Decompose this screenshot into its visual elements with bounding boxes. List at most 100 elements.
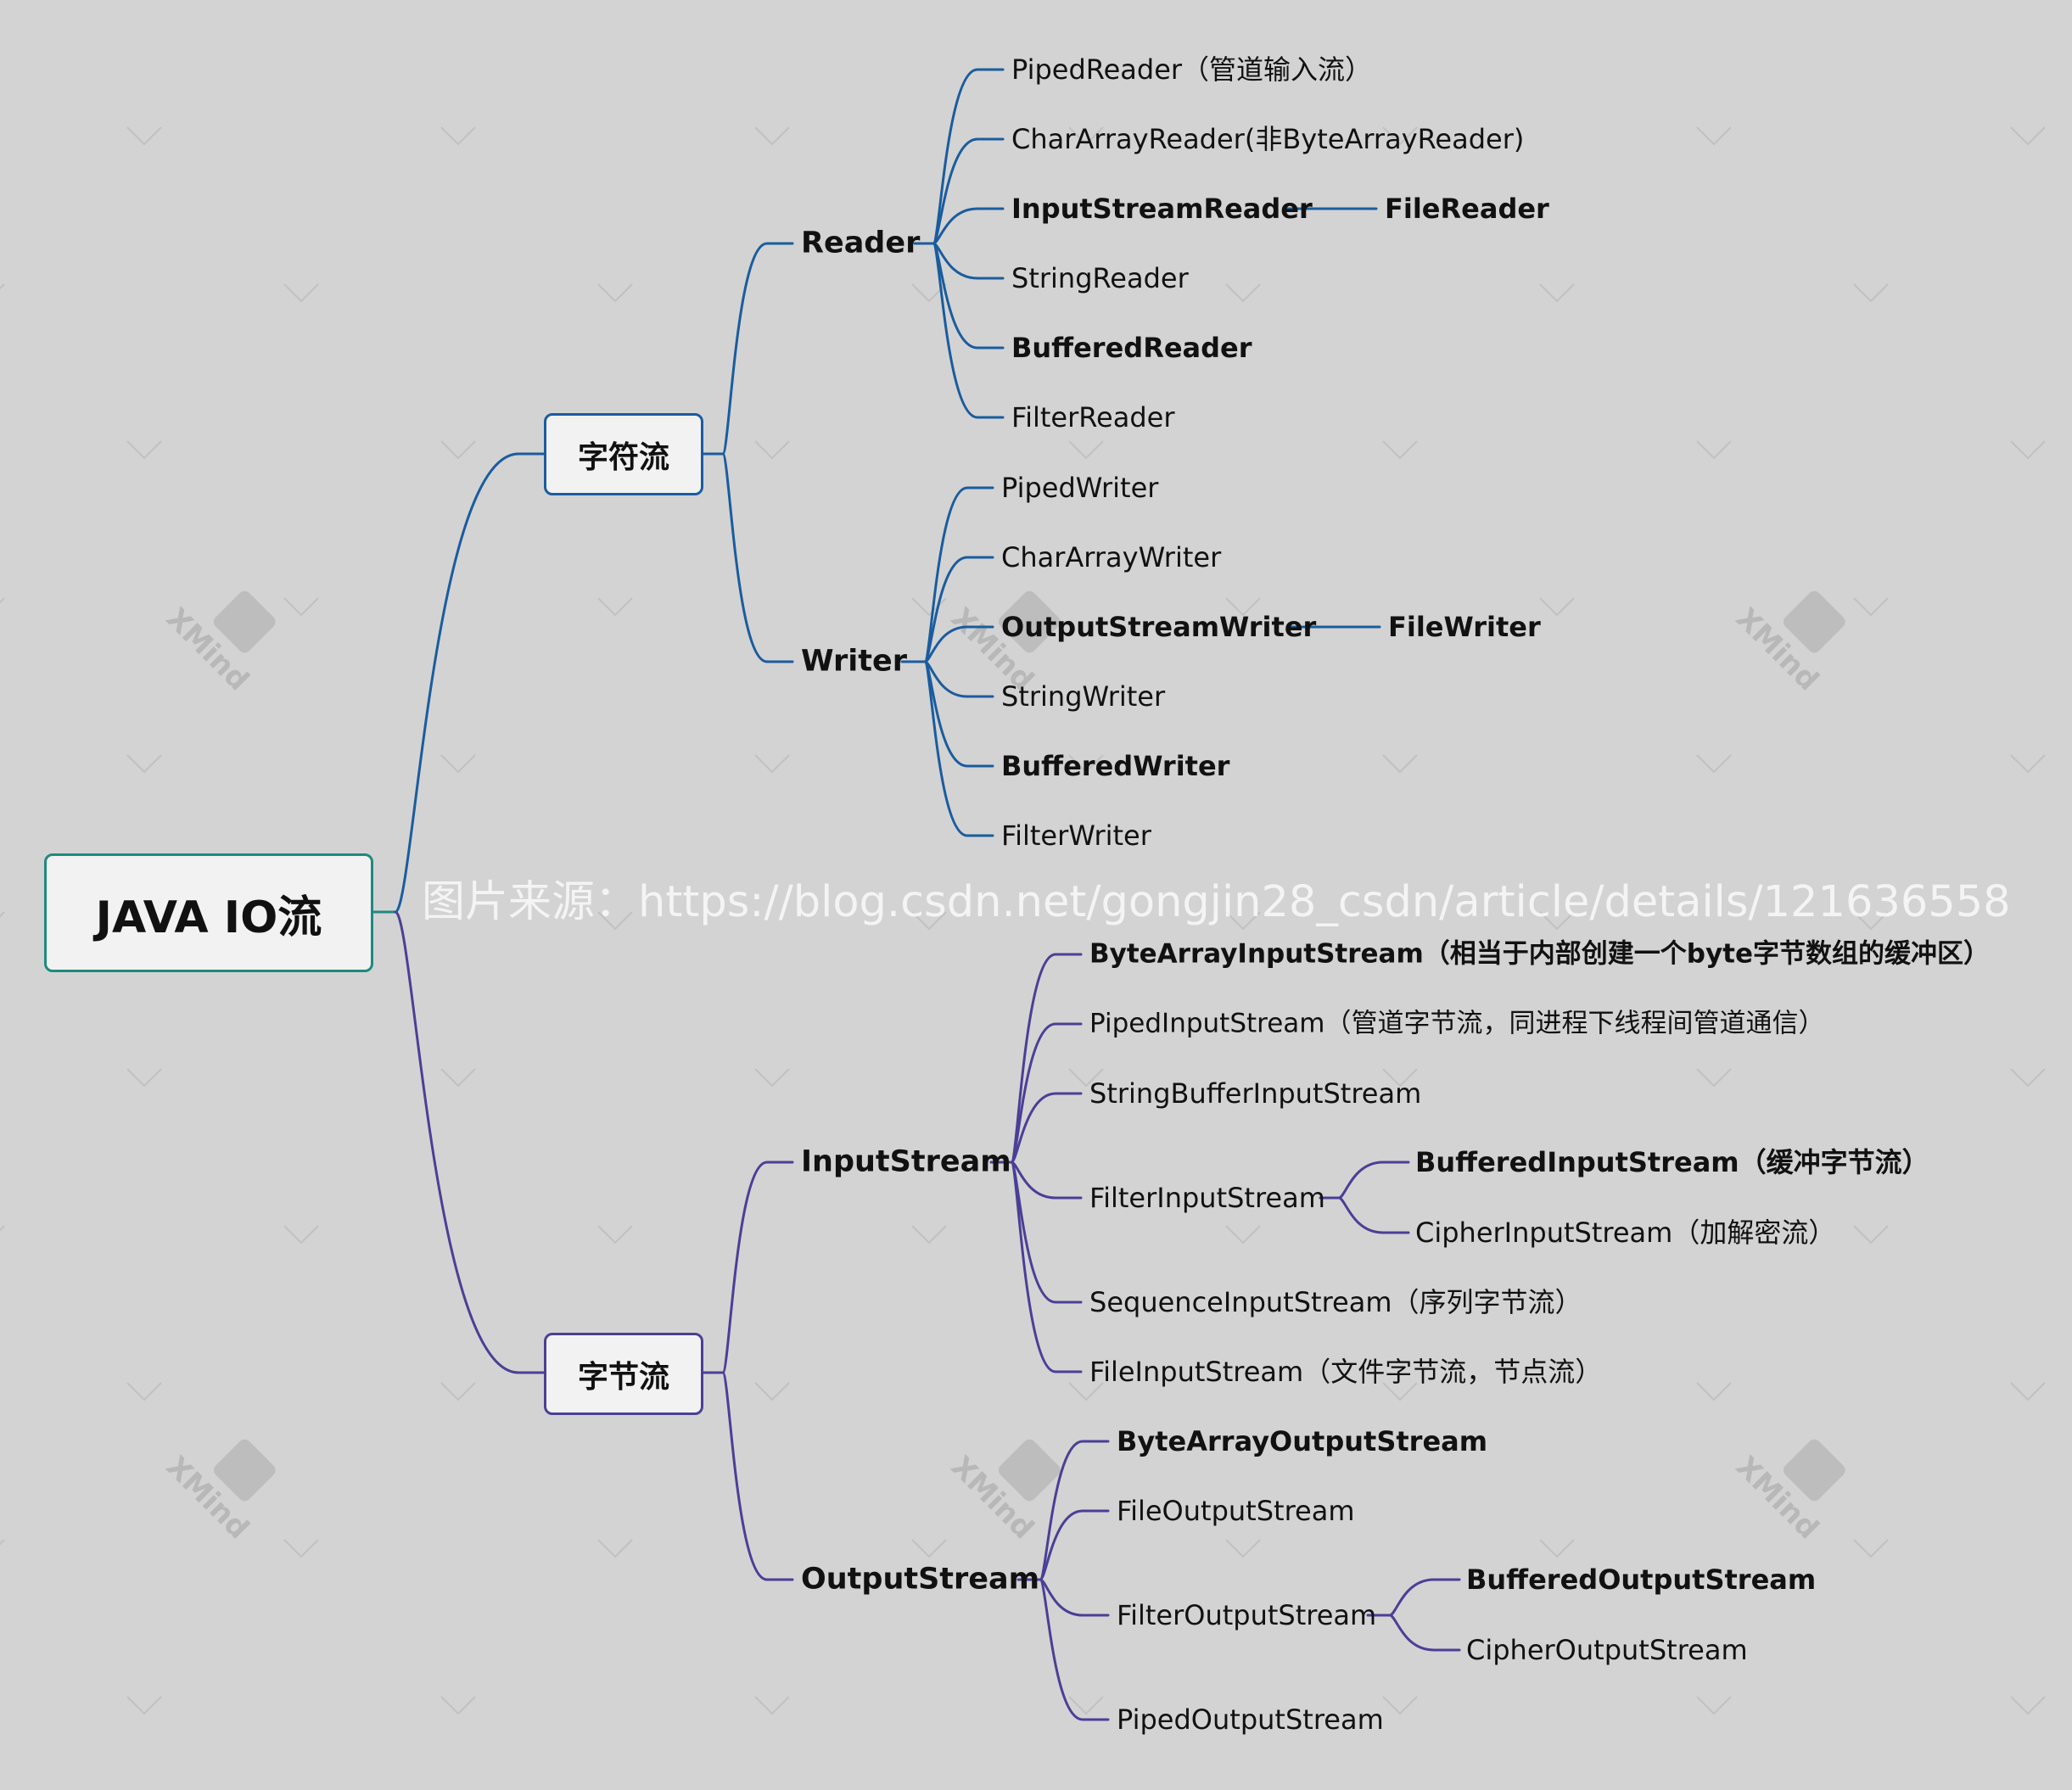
- watermark-mark: [126, 126, 162, 146]
- filter-output-stream-topic[interactable]: FilterOutputStream: [1117, 1599, 1377, 1631]
- inputstream-topic[interactable]: InputStream: [801, 1144, 1011, 1179]
- watermark-mark: [126, 1696, 162, 1715]
- piped-writer-topic[interactable]: PipedWriter: [1001, 472, 1159, 504]
- watermark-mark: [1382, 126, 1418, 146]
- watermark-mark: [911, 1539, 947, 1558]
- watermark-mark: [1853, 1225, 1889, 1245]
- outputstream-child-line: [1039, 1578, 1110, 1721]
- buffered-input-stream-topic[interactable]: BufferedInputStream（缓冲字节流）: [1415, 1146, 1929, 1178]
- filter-input-stream-topic[interactable]: FilterInputStream: [1089, 1182, 1325, 1214]
- file-output-stream-topic[interactable]: FileOutputStream: [1117, 1495, 1355, 1527]
- filteroutputstream-child-line: [1388, 1578, 1461, 1617]
- watermark-mark: [2010, 1696, 2046, 1715]
- watermark-mark: [1539, 597, 1575, 617]
- reader-child-line: [932, 68, 1005, 245]
- inputstream-child-line: [1010, 1161, 1083, 1373]
- watermark-mark: [754, 754, 790, 774]
- watermark-mark: [1068, 126, 1104, 146]
- byte-array-input-stream-topic[interactable]: ByteArrayInputStream（相当于内部创建一个byte字节数组的缓…: [1089, 938, 1991, 970]
- watermark-mark: [1225, 911, 1261, 931]
- watermark-mark: [1696, 1068, 1732, 1088]
- filterinputstream-child-line: [1337, 1196, 1410, 1234]
- watermark-mark: [1853, 1539, 1889, 1558]
- watermark-mark: [597, 283, 633, 303]
- string-writer-topic[interactable]: StringWriter: [1001, 680, 1166, 713]
- outputstream-child-line: [1039, 1509, 1110, 1581]
- writer-child-line: [923, 660, 994, 698]
- char-stream-topic[interactable]: 字符流: [544, 413, 703, 495]
- byte-array-output-stream-topic[interactable]: ByteArrayOutputStream: [1117, 1425, 1488, 1457]
- file-input-stream-topic[interactable]: FileInputStream（文件字节流，节点流）: [1089, 1356, 1603, 1388]
- cipher-output-stream-topic[interactable]: CipherOutputStream: [1466, 1634, 1748, 1666]
- watermark-mark: [1696, 754, 1732, 774]
- watermark-mark: [1382, 754, 1418, 774]
- sequence-input-stream-topic[interactable]: SequenceInputStream（序列字节流）: [1089, 1286, 1582, 1318]
- watermark-mark: [597, 1225, 633, 1245]
- watermark-mark: [1853, 911, 1889, 931]
- watermark-mark: [283, 1539, 319, 1558]
- char-array-reader-topic[interactable]: CharArrayReader(非ByteArrayReader): [1011, 123, 1525, 155]
- watermark-mark: [1696, 126, 1732, 146]
- watermark-mark: [1225, 1225, 1261, 1245]
- string-buffer-input-stream-topic[interactable]: StringBufferInputStream: [1089, 1077, 1422, 1110]
- filter-writer-topic[interactable]: FilterWriter: [1001, 819, 1151, 852]
- image-source-watermark: 图片来源：https://blog.csdn.net/gongjin28_csd…: [422, 877, 2011, 927]
- file-reader-topic[interactable]: FileReader: [1385, 193, 1549, 225]
- root-topic-label: JAVA IO流: [95, 892, 322, 943]
- output-stream-writer-topic[interactable]: OutputStreamWriter: [1001, 611, 1317, 643]
- outputstream-topic[interactable]: OutputStream: [801, 1562, 1040, 1597]
- byte-to-inputstream-line: [721, 1161, 794, 1374]
- watermark-mark: [2010, 440, 2046, 460]
- watermark-mark: [283, 597, 319, 617]
- watermark-mark: [1382, 1382, 1418, 1401]
- watermark-mark: [2010, 1068, 2046, 1088]
- watermark-mark: [440, 754, 476, 774]
- watermark-mark: [1382, 1068, 1418, 1088]
- watermark-mark: [1068, 440, 1104, 460]
- file-writer-topic[interactable]: FileWriter: [1388, 611, 1541, 643]
- piped-input-stream-topic[interactable]: PipedInputStream（管道字节流，同进程下线程间管道通信）: [1089, 1008, 1825, 1039]
- watermark-mark: [597, 597, 633, 617]
- piped-reader-topic[interactable]: PipedReader（管道输入流）: [1011, 53, 1373, 86]
- root-topic[interactable]: JAVA IO流: [44, 853, 373, 972]
- watermark-mark: [126, 1068, 162, 1088]
- watermark-mark: [911, 911, 947, 931]
- watermark-mark: [1225, 1539, 1261, 1558]
- byte-to-outputstream-line: [721, 1371, 794, 1581]
- writer-topic[interactable]: Writer: [801, 644, 907, 679]
- buffered-writer-topic[interactable]: BufferedWriter: [1001, 750, 1230, 782]
- watermark-mark: [1853, 283, 1889, 303]
- reader-topic[interactable]: Reader: [801, 226, 921, 260]
- string-reader-topic[interactable]: StringReader: [1011, 262, 1189, 294]
- input-stream-reader-topic[interactable]: InputStreamReader: [1011, 193, 1313, 225]
- watermark-mark: [1225, 283, 1261, 303]
- watermark-mark: [440, 440, 476, 460]
- watermark-mark: [597, 911, 633, 931]
- writer-child-line: [923, 660, 994, 837]
- watermark-mark: [754, 1382, 790, 1401]
- byte-stream-topic[interactable]: 字节流: [544, 1333, 703, 1415]
- watermark-mark: [754, 1068, 790, 1088]
- watermark-mark: [911, 597, 947, 617]
- buffered-output-stream-topic[interactable]: BufferedOutputStream: [1466, 1563, 1817, 1596]
- watermark-mark: [1382, 1696, 1418, 1715]
- watermark-mark: [1539, 283, 1575, 303]
- inputstream-child-line: [1010, 953, 1083, 1164]
- buffered-reader-topic[interactable]: BufferedReader: [1011, 332, 1252, 364]
- char-array-writer-topic[interactable]: CharArrayWriter: [1001, 541, 1222, 573]
- inputstream-child-line: [1010, 1161, 1083, 1304]
- reader-child-line: [932, 242, 1005, 280]
- filter-reader-topic[interactable]: FilterReader: [1011, 401, 1175, 434]
- watermark-mark: [754, 440, 790, 460]
- char-to-reader-line: [721, 242, 794, 456]
- char-to-writer-line: [721, 452, 794, 663]
- watermark-mark: [1068, 1696, 1104, 1715]
- writer-child-line: [923, 556, 994, 663]
- watermark-mark: [440, 1068, 476, 1088]
- piped-output-stream-topic[interactable]: PipedOutputStream: [1117, 1703, 1384, 1736]
- cipher-input-stream-topic[interactable]: CipherInputStream（加解密流）: [1415, 1217, 1836, 1249]
- watermark-mark: [1225, 597, 1261, 617]
- watermark-mark: [2010, 754, 2046, 774]
- watermark-mark: [1696, 440, 1732, 460]
